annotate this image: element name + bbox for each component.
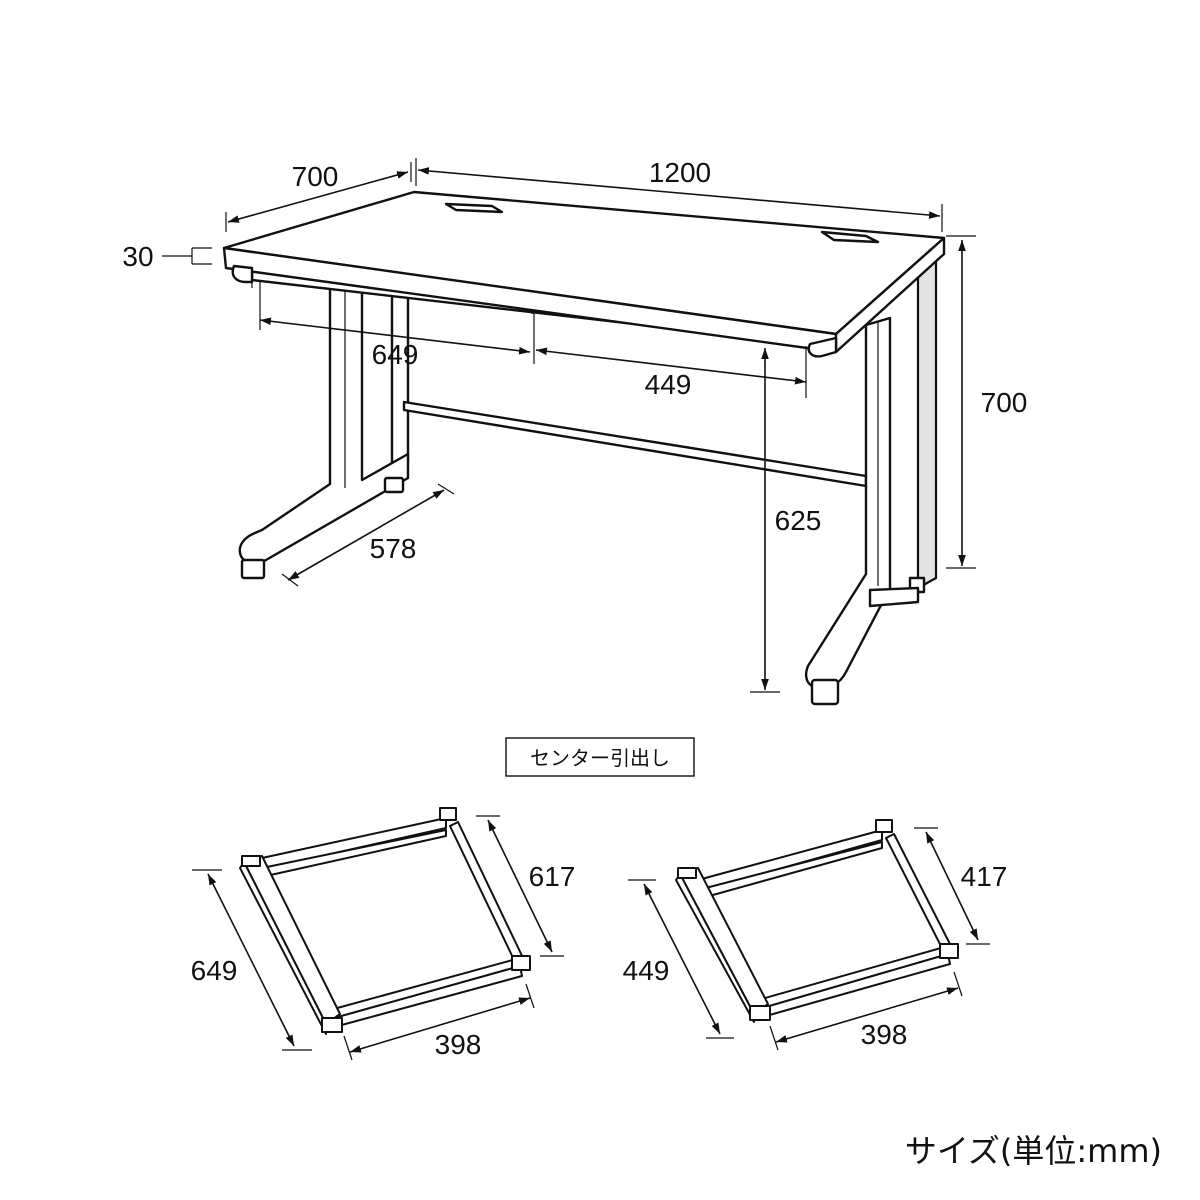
drawer-small-width-label: 449 (623, 955, 670, 986)
center-drawer-caption: センター引出し (530, 746, 670, 770)
knee-clearance-label: 625 (775, 505, 822, 536)
drawer-large-width-label: 649 (191, 955, 238, 986)
desk-dimensions: 700 1200 30 649 449 625 700 57 (122, 157, 1028, 693)
desk-width-label: 1200 (649, 157, 711, 188)
drawer-small-inner-width-label: 398 (861, 1019, 908, 1050)
top-thickness-label: 30 (122, 241, 153, 272)
drawer-large-depth-label: 617 (529, 861, 576, 892)
drawer-left-width-label: 649 (372, 339, 419, 370)
desk-height-label: 700 (981, 387, 1028, 418)
desk-illustration (222, 190, 946, 706)
leg-foot-depth-label: 578 (370, 533, 417, 564)
desk-depth-label: 700 (292, 161, 339, 192)
drawer-large-illustration (239, 807, 531, 1035)
drawer-small-illustration (675, 819, 959, 1023)
drawer-right-width-label: 449 (645, 369, 692, 400)
drawer-large-inner-width-label: 398 (435, 1029, 482, 1060)
units-note: サイズ(単位:mm) (905, 1132, 1162, 1170)
center-drawer-label: センター引出し (505, 737, 695, 777)
drawer-small-depth-label: 417 (961, 861, 1008, 892)
drawer-small-dimensions: 449 417 398 (623, 827, 1008, 1051)
drawer-large-dimensions: 649 617 398 (191, 815, 576, 1061)
